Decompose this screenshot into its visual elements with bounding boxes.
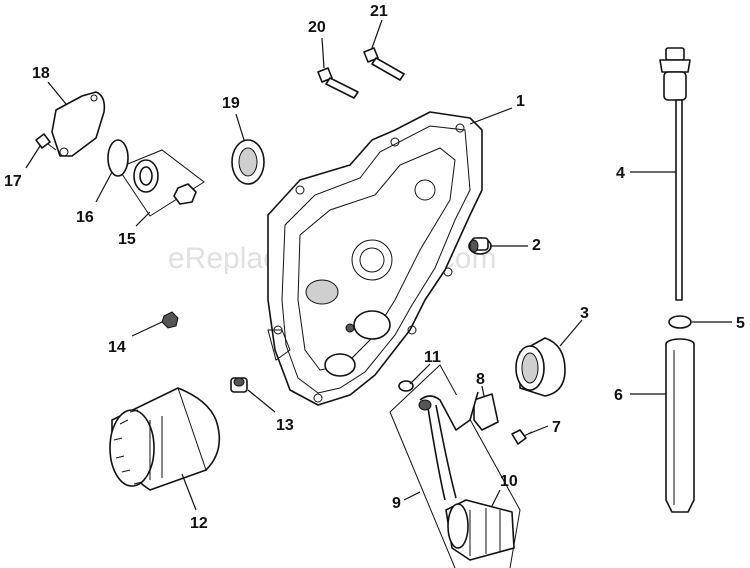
callout-3: 3 [580,305,589,322]
callout-8: 8 [476,371,485,388]
callout-20: 20 [308,19,326,36]
part-19-oil-seal [231,139,265,185]
callout-18: 18 [32,65,50,82]
part-17-screw [35,133,57,151]
callout-4: 4 [616,165,625,182]
callout-19: 19 [222,95,240,112]
callout-14: 14 [108,339,126,356]
part-8-clip [473,393,499,431]
part-9-group-bracket-left [389,411,456,568]
part-10-pickup-screen [418,391,515,561]
callout-9: 9 [392,495,401,512]
callout-10: 10 [500,473,518,490]
callout-labels: 1 2 3 4 5 6 7 8 9 10 11 12 13 14 15 16 1… [4,3,745,532]
part-16-o-ring [107,139,129,177]
callout-2: 2 [532,237,541,254]
part-20-bolt [317,67,359,99]
leader-lines [25,19,732,511]
callout-5: 5 [736,315,745,332]
part-12-oil-filter [109,387,221,491]
part-14-nut [161,311,179,329]
part-11-o-ring [398,380,414,392]
part-21-bolt [363,47,405,81]
part-5-o-ring [668,315,692,329]
part-15-gear-nut [117,149,205,217]
callout-21: 21 [370,3,388,20]
callout-1: 1 [516,93,525,110]
part-1-closure-plate [267,111,483,406]
callout-13: 13 [276,417,294,434]
callout-6: 6 [614,387,623,404]
part-4-dipstick [659,47,691,301]
part-3-bushing [515,337,566,397]
part-9-group-bracket [389,364,521,568]
part-7-screw [511,429,533,445]
callout-11: 11 [424,349,441,366]
part-13-drain-plug [230,377,248,393]
callout-7: 7 [552,419,561,436]
callout-15: 15 [118,231,136,248]
callout-16: 16 [76,209,94,226]
callout-17: 17 [4,173,22,190]
part-6-dipstick-tube [665,338,695,513]
part-18-cover [51,91,106,157]
part-2-fitting [468,237,492,255]
callout-12: 12 [190,515,208,532]
